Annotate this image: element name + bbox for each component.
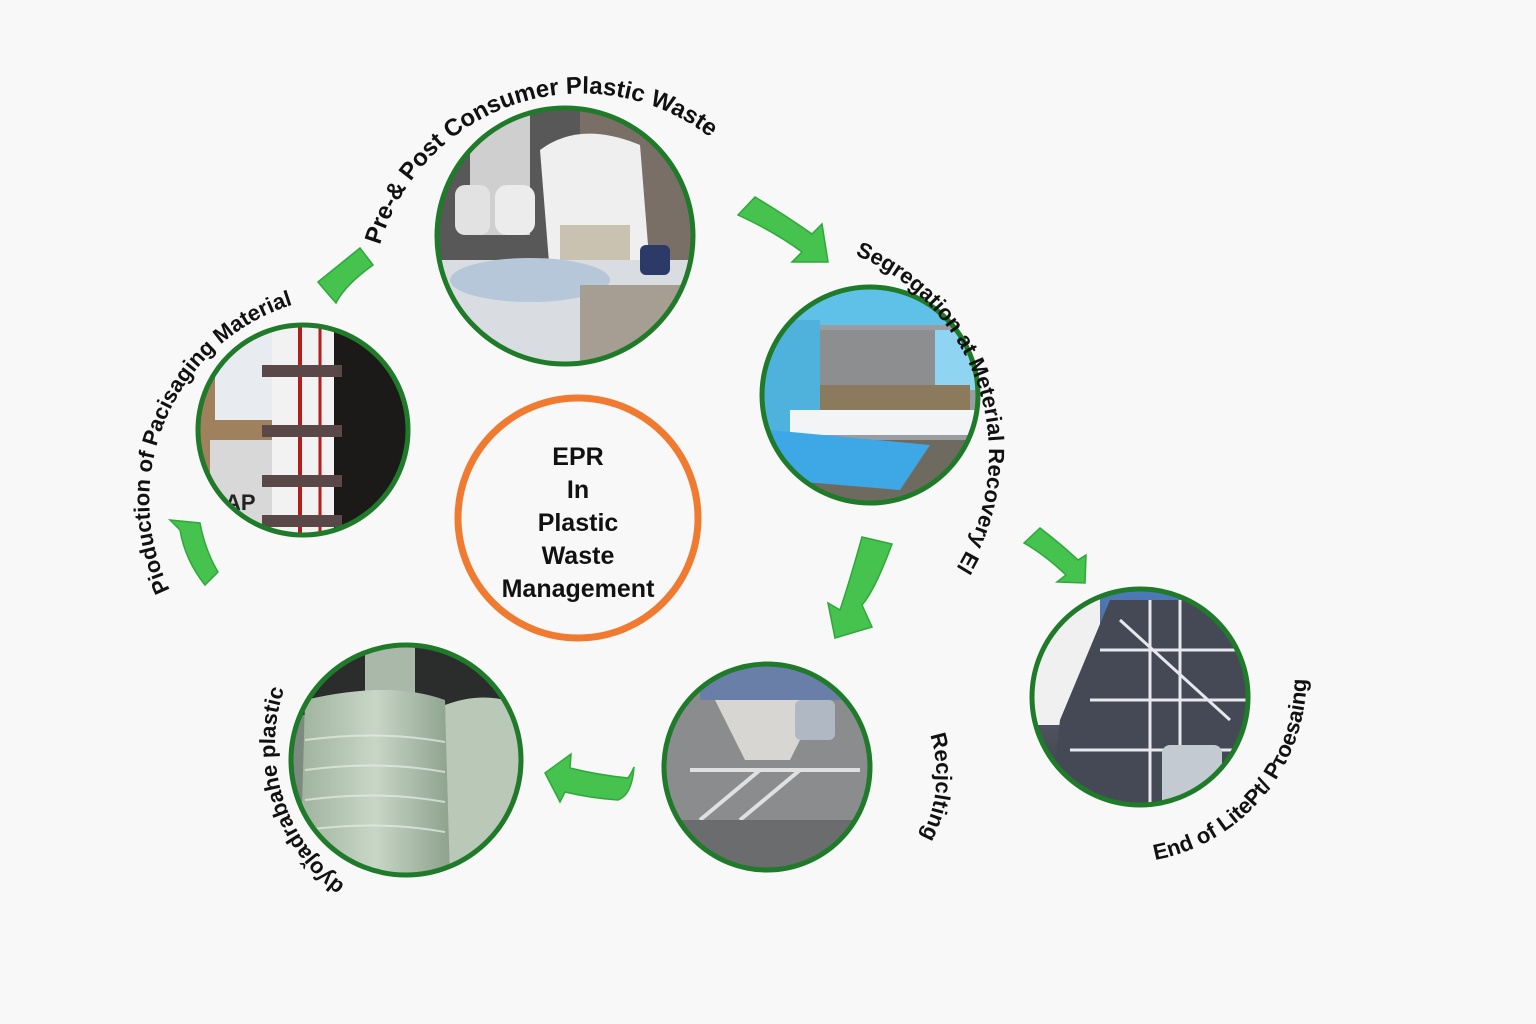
- arrow-pre-to-segregation: [736, 196, 829, 263]
- packaging-production-ring: [195, 322, 411, 538]
- arrow-packaging-to-pre: [316, 246, 375, 305]
- recycling-label: Recjclting: [916, 730, 956, 846]
- center-title-line-4: Waste: [542, 542, 615, 570]
- arrow-recyclable-to-packaging: [167, 519, 219, 587]
- node-recyclable-plastic: dƴoǰadrabahe plastic: [255, 642, 524, 901]
- center-ring: [454, 394, 702, 642]
- end-of-life-photo: [1032, 589, 1248, 805]
- arrow-segregation-to-recycling: [826, 536, 893, 639]
- pre-post-consumer-ring: [434, 105, 696, 367]
- center-title-line-3: Plastic: [538, 509, 619, 537]
- center-title-line-2: In: [567, 476, 589, 504]
- center-title-line-1: EPR: [552, 443, 603, 471]
- node-recycling: Recjclting: [661, 661, 957, 873]
- recycling-ring: [661, 661, 873, 873]
- arrow-segregation-to-end-of-life: [1022, 527, 1087, 584]
- packaging-production-photo: AP: [198, 325, 408, 535]
- end-of-life-ring: [1029, 586, 1251, 808]
- node-end-of-life: End of LitePt/ Pτoesaing: [1029, 586, 1311, 865]
- pre-post-consumer-photo: [437, 108, 693, 364]
- segregation-ring: [759, 284, 981, 506]
- node-packaging-production: AP Pioduction of Pacisaging Material: [129, 286, 411, 598]
- node-pre-post-consumer: Pre-& Post Consumer Plastic Waste: [360, 72, 723, 367]
- center-hub: EPR In Plastic Waste Management: [454, 394, 702, 642]
- center-title-line-5: Management: [502, 575, 655, 603]
- recyclable-plastic-ring: [288, 642, 524, 878]
- arrow-recycling-to-recyclable: [544, 752, 635, 804]
